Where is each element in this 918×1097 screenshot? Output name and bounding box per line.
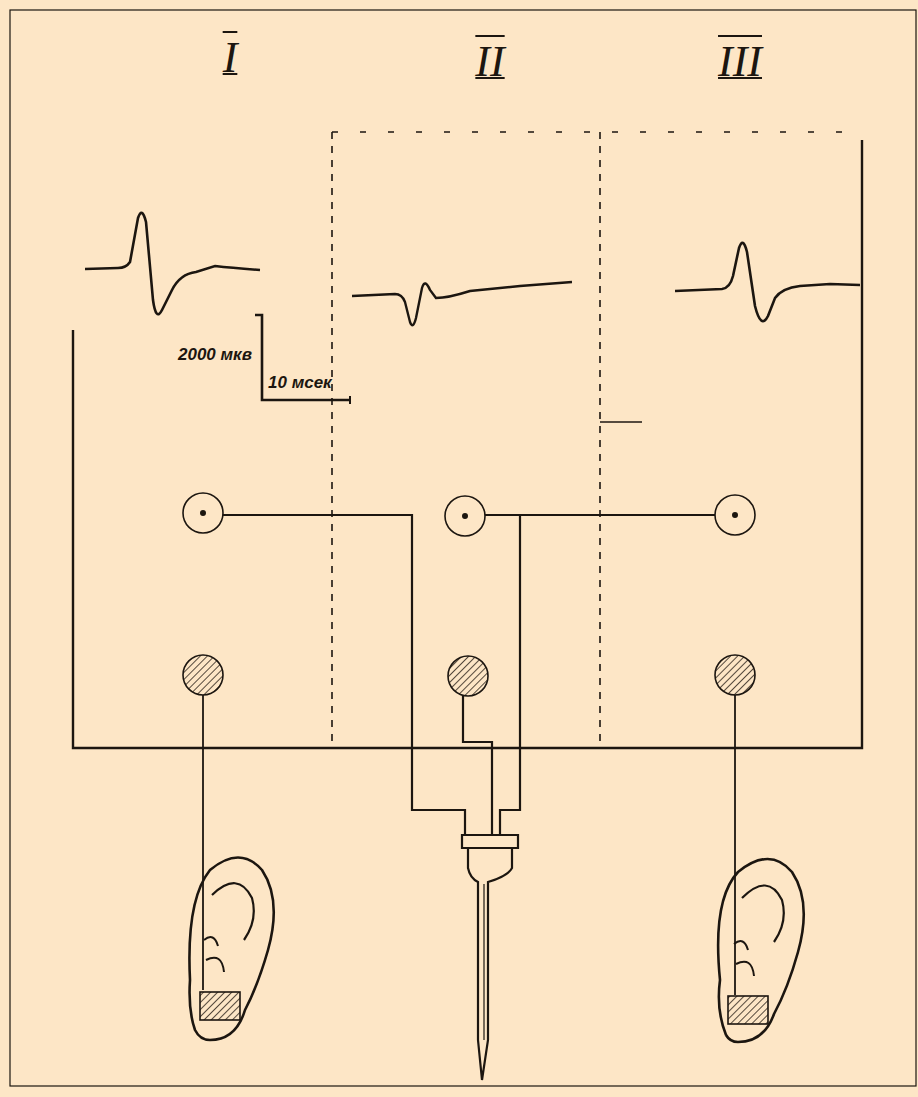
terminal (201, 511, 205, 515)
ear (718, 859, 804, 1042)
needle-holder (462, 835, 518, 848)
wire (202, 695, 204, 990)
wire (223, 515, 465, 835)
needle-electrode (468, 848, 512, 1080)
time-scale: 10 мсек (268, 374, 332, 391)
scale-bar (255, 315, 350, 400)
terminal (183, 655, 223, 695)
ear (212, 883, 254, 940)
terminal (715, 495, 755, 535)
terminal (183, 493, 223, 533)
column-number: III (718, 40, 762, 84)
scale-bar (349, 396, 351, 404)
terminal (463, 514, 467, 518)
ear (189, 858, 273, 1041)
waveform-iii (675, 243, 860, 321)
wire (500, 515, 520, 835)
ear (734, 941, 754, 976)
wire (463, 695, 492, 835)
panel-outline (73, 140, 862, 748)
frame (10, 10, 916, 1086)
ear (742, 885, 784, 942)
terminal (448, 656, 488, 696)
terminal (715, 655, 755, 695)
waveform-i (85, 213, 260, 314)
terminal (733, 513, 737, 517)
amplitude-scale: 2000 мкв (178, 346, 252, 363)
waveform-ii (352, 282, 572, 325)
column-divider (332, 131, 862, 132)
column-number: II (475, 40, 504, 84)
ear-clip-electrode (728, 996, 768, 1024)
column-number: I (223, 36, 238, 80)
terminal (445, 496, 485, 536)
ear-clip-electrode (200, 992, 240, 1020)
column-divider (599, 132, 601, 748)
tick-mark (600, 421, 642, 423)
needle-electrode (483, 884, 484, 1040)
ear (204, 937, 224, 972)
column-divider (331, 132, 333, 748)
wire (734, 695, 736, 995)
